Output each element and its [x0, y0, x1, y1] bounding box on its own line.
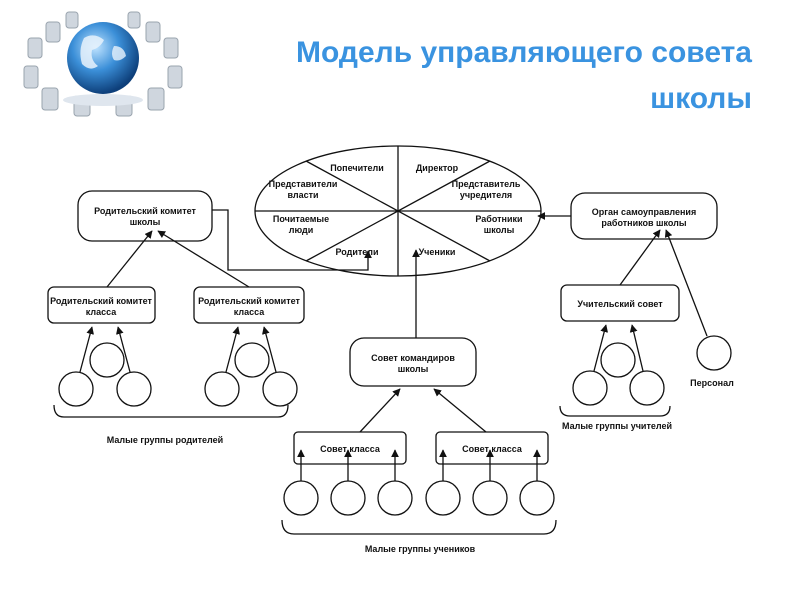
sector-trustees: Попечители	[330, 163, 384, 173]
teachers-groups-label: Малые группы учителей	[562, 421, 672, 431]
sector-parents: Родители	[335, 247, 378, 257]
teachers-council-label: Учительский совет	[577, 299, 663, 309]
class-council-2-label: Совет класса	[462, 444, 523, 454]
personnel-label: Персонал	[690, 378, 734, 388]
sector-director: Директор	[416, 163, 459, 173]
class-council-1-label: Совет класса	[320, 444, 381, 454]
parent-committee-school-box	[78, 191, 212, 241]
sector-students: Ученики	[419, 247, 456, 257]
students-groups-label: Малые группы учеников	[365, 544, 476, 554]
parents-groups-label: Малые группы родителей	[107, 435, 223, 445]
